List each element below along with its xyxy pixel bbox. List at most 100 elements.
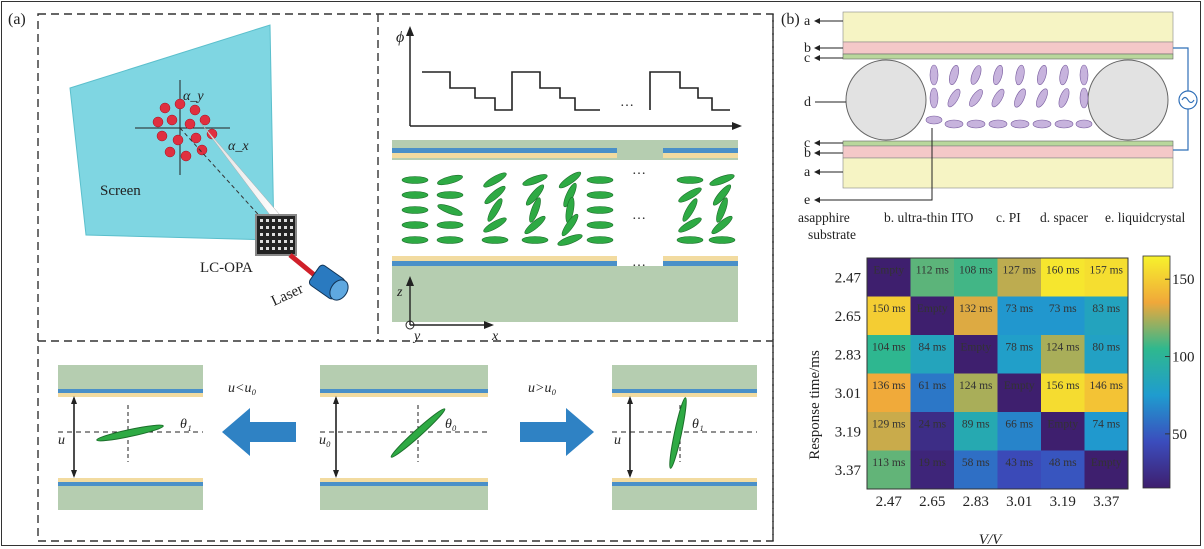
- heatmap-cell: [867, 450, 911, 489]
- heatmap-xtick: 2.83: [963, 494, 989, 510]
- heatmap-xtick: 2.65: [919, 494, 945, 510]
- heatmap-ytick: 2.65: [835, 309, 861, 325]
- heatmap-cell: [954, 412, 998, 451]
- legend-ito: b. ultra-thin ITO: [884, 210, 974, 225]
- heatmap-cell: [910, 450, 954, 489]
- heatmap-cell: [867, 296, 911, 335]
- right-arrow-text: u>u₀: [528, 381, 556, 396]
- heatmap-cell: [867, 373, 911, 412]
- layer-label-e: e: [804, 193, 810, 208]
- laser-device: [308, 264, 349, 301]
- heatmap-cell-label: 108 ms: [959, 264, 993, 276]
- heatmap-ytick: 3.19: [835, 424, 861, 440]
- heatmap-cell-label: 84 ms: [918, 341, 946, 353]
- heatmap-ytick: 3.37: [835, 463, 862, 479]
- heatmap-cell-label: Empty: [960, 341, 991, 353]
- colorbar-tick-label: 150: [1172, 272, 1195, 288]
- heatmap-cell: [867, 335, 911, 374]
- heatmap-cell-label: Empty: [917, 303, 948, 315]
- heatmap-cell-label: Empty: [1047, 418, 1078, 430]
- left-arrow-text: u<u₀: [228, 381, 256, 396]
- heatmap-cell: [954, 335, 998, 374]
- heatmap-cell-label: Empty: [1091, 457, 1122, 469]
- lc-cell-middle: [320, 365, 488, 510]
- heatmap-xtick: 3.19: [1050, 494, 1076, 510]
- phi-axis-arrow: [406, 26, 414, 36]
- coord-y-dot: [405, 320, 415, 330]
- layer-label-b-bottom: b: [804, 146, 811, 161]
- heatmap-cell: [1041, 258, 1085, 297]
- heatmap-cell: [954, 258, 998, 297]
- heatmap-cell-label: 136 ms: [872, 380, 906, 392]
- heatmap-cell: [997, 450, 1041, 489]
- lc-cell-diagram: [392, 140, 738, 322]
- colorbar-tick-label: 100: [1172, 350, 1195, 366]
- beam-spots: [152, 98, 218, 162]
- heatmap-cell-label: 112 ms: [916, 264, 950, 276]
- heatmap-cell-label: 127 ms: [1002, 264, 1036, 276]
- panel-a-label: (a): [8, 11, 26, 28]
- layer-label-a-top: a: [804, 14, 811, 29]
- laser-label: Laser: [269, 281, 306, 310]
- heatmap-cell: [910, 296, 954, 335]
- heatmap-cell: [1084, 296, 1128, 335]
- cell-cross-section: [842, 11, 1174, 189]
- ac-wave-icon: [1181, 96, 1195, 104]
- heatmap-cell-label: 146 ms: [1089, 380, 1123, 392]
- layer-label-a-bottom: a: [804, 165, 811, 180]
- heatmap-cell-label: 150 ms: [872, 303, 906, 315]
- layer-pointer-heads: [814, 18, 820, 203]
- heatmap-cell: [1041, 373, 1085, 412]
- heatmap-cell-label: 113 ms: [872, 457, 906, 469]
- heatmap-cell: [1041, 296, 1085, 335]
- left-theta-label: θ₁: [180, 417, 192, 432]
- coord-x-label: x: [491, 329, 499, 344]
- coord-y-label: y: [412, 329, 421, 344]
- legend-spacer: d. spacer: [1040, 210, 1088, 225]
- heatmap-cell: [1041, 335, 1085, 374]
- heatmap-cell-label: 58 ms: [962, 457, 990, 469]
- arrow-left-down: [71, 470, 77, 478]
- alpha-x-label: α_x: [228, 139, 249, 154]
- heatmap-cell: [1084, 373, 1128, 412]
- screen-label: Screen: [100, 183, 141, 199]
- heatmap-cell: [910, 335, 954, 374]
- legend-sapphire: asapphire: [798, 210, 850, 225]
- heatmap-cell: [1084, 412, 1128, 451]
- heatmap-cell: [1084, 335, 1128, 374]
- arrow-left-big: [222, 408, 296, 456]
- panel-b-label: (b): [781, 11, 800, 28]
- heatmap-cell-label: 74 ms: [1092, 418, 1120, 430]
- colorbar: [1142, 255, 1171, 489]
- heatmap-cell-label: 160 ms: [1046, 264, 1080, 276]
- phase-staircase-right: [649, 71, 730, 111]
- lc-opa-label: LC-OPA: [200, 260, 253, 276]
- heatmap-cell: [1041, 450, 1085, 489]
- heatmap-cell-label: 66 ms: [1005, 418, 1033, 430]
- heatmap-cell-label: 156 ms: [1046, 380, 1080, 392]
- laser-beam: [288, 253, 320, 280]
- mid-theta-label: θ₀: [445, 417, 457, 432]
- phase-ellipsis: …: [620, 95, 634, 110]
- heatmap-cell: [910, 258, 954, 297]
- arrow-right-big: [520, 408, 594, 456]
- legend-pi: c. PI: [996, 210, 1021, 225]
- heatmap-cell: [1084, 258, 1128, 297]
- legend-substrate: substrate: [808, 227, 856, 242]
- heatmap-cell: [954, 296, 998, 335]
- layer-label-d: d: [804, 95, 811, 110]
- heatmap-border: [866, 257, 1129, 490]
- left-u-label: u: [58, 433, 65, 448]
- phi-label: ϕ: [396, 29, 404, 46]
- layer-label-c-bottom: c: [804, 136, 810, 151]
- heatmap-cell-label: Empty: [1004, 380, 1035, 392]
- heatmap-cell: [910, 412, 954, 451]
- mid-u-label: u₀: [319, 433, 331, 448]
- heatmap-cell-label: 43 ms: [1005, 457, 1033, 469]
- heatmap-xtick: 2.47: [876, 494, 903, 510]
- layer-label-b-top: b: [804, 41, 811, 56]
- phase-x-axis-arrow: [732, 122, 742, 130]
- heatmap-cell: [867, 258, 911, 297]
- heatmap-cell-label: 124 ms: [1046, 341, 1080, 353]
